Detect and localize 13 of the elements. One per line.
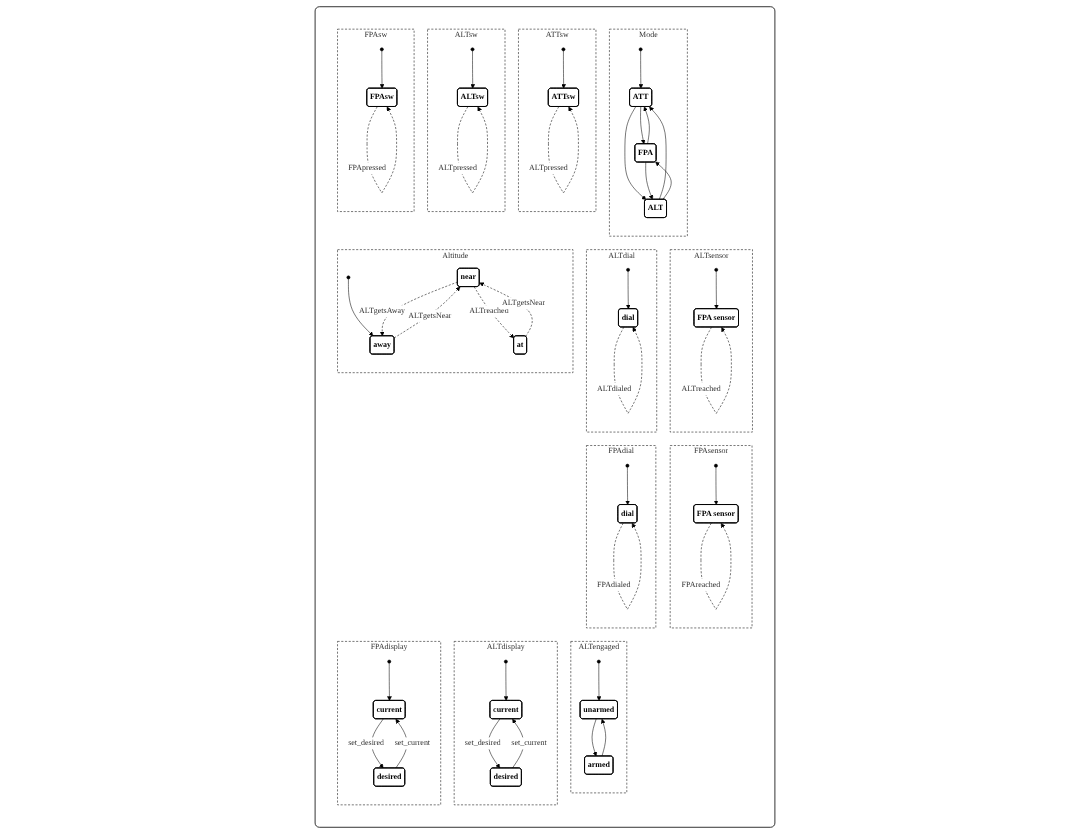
node-circle [470, 47, 475, 52]
cluster [314, 6, 776, 828]
node-circle [346, 275, 351, 280]
node-circle [626, 267, 630, 272]
node-circle [504, 659, 508, 664]
node-circle [561, 47, 566, 52]
node-circle [596, 659, 601, 664]
node-circle [625, 463, 630, 468]
node-circle [638, 47, 643, 52]
node-circle [714, 267, 719, 272]
node-circle [714, 463, 718, 468]
node-circle [387, 659, 392, 664]
node-circle [379, 47, 384, 52]
